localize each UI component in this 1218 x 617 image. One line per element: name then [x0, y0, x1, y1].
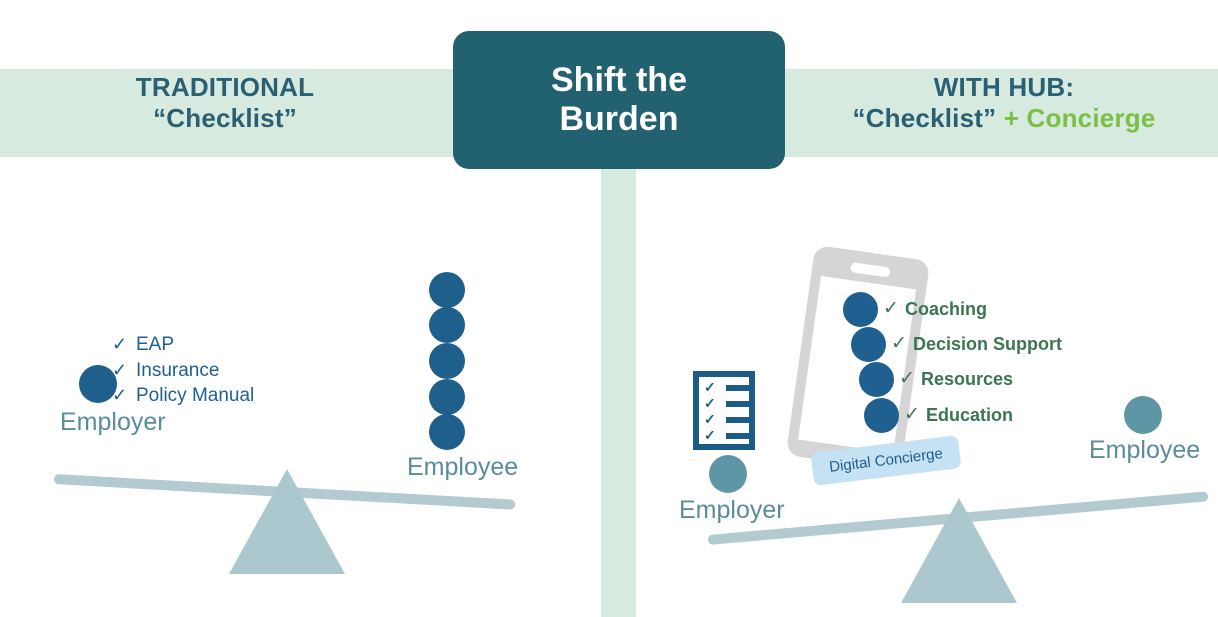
service-label-resources: Resources: [921, 369, 1014, 389]
left-title-line1: TRADITIONAL: [135, 72, 315, 102]
right-employee-label: Employee: [1089, 436, 1201, 464]
clipboard-line: [726, 417, 749, 423]
clipboard-icon: ✓ ✓ ✓ ✓: [693, 371, 755, 450]
right-title-checklist: “Checklist”: [852, 102, 997, 133]
left-employer-label: Employer: [60, 408, 166, 436]
left-panel-title: TRADITIONAL “Checklist”: [0, 72, 450, 133]
badge-line1: Shift the: [551, 61, 687, 100]
clipboard-line: [726, 385, 749, 391]
check-icon: ✓: [112, 359, 128, 380]
right-employee-dot: [1124, 396, 1162, 434]
service-dot: [859, 362, 894, 397]
badge-line2: Burden: [559, 100, 679, 138]
left-employee-dot: [429, 307, 465, 343]
check-icon: ✓: [112, 334, 128, 354]
right-employer-label: Employer: [679, 496, 785, 524]
left-checklist-label-1: Insurance: [136, 359, 220, 381]
list-item: ✓ EAP: [112, 332, 254, 358]
check-icon: ✓: [112, 385, 128, 405]
clipboard-row: ✓: [704, 411, 749, 427]
left-checklist-label-0: EAP: [136, 334, 175, 355]
clipboard-line: [726, 401, 749, 407]
left-employer-dot: [79, 365, 117, 403]
check-icon: ✓: [904, 404, 920, 425]
left-employee-label: Employee: [407, 453, 519, 481]
service-label-decision-support: Decision Support: [913, 334, 1063, 354]
left-title-line2: “Checklist”: [153, 102, 297, 133]
clipboard-line: [726, 433, 749, 439]
right-title-line1: WITH HUB:: [933, 72, 1075, 102]
left-employee-dot: [429, 272, 465, 308]
service-dot: [843, 292, 878, 327]
right-panel-title: WITH HUB: “Checklist” + Concierge: [790, 72, 1218, 133]
left-checklist-label-2: Policy Manual: [136, 385, 255, 406]
shift-the-burden-badge: Shift the Burden: [453, 31, 785, 169]
check-icon: ✓: [704, 379, 716, 395]
left-seesaw-fulcrum: [229, 469, 345, 574]
check-icon: ✓: [899, 368, 915, 389]
left-employee-dot: [429, 379, 465, 415]
right-employer-dot: [709, 455, 747, 493]
clipboard-row: ✓: [704, 395, 749, 411]
left-employee-dot: [429, 414, 465, 450]
right-title-line2: “Checklist” + Concierge: [790, 103, 1218, 134]
left-checklist: ✓ EAP ✓ Insurance ✓ Policy Manual: [112, 332, 254, 409]
check-icon: ✓: [891, 333, 907, 354]
service-dot: [851, 327, 886, 362]
check-icon: ✓: [704, 411, 716, 427]
center-divider-band: [601, 157, 636, 617]
clipboard-row: ✓: [704, 427, 749, 443]
right-title-concierge: + Concierge: [996, 102, 1156, 133]
service-label-education: Education: [926, 405, 1014, 425]
clipboard-row: ✓: [704, 379, 749, 395]
check-icon: ✓: [704, 395, 716, 411]
check-icon: ✓: [704, 427, 716, 443]
right-seesaw-fulcrum: [901, 498, 1017, 603]
service-label-coaching: Coaching: [905, 299, 988, 319]
check-icon: ✓: [883, 298, 899, 319]
left-employee-dot: [429, 343, 465, 379]
list-item: ✓ Policy Manual: [112, 383, 254, 409]
service-dot: [864, 398, 899, 433]
list-item: ✓ Insurance: [112, 358, 254, 384]
